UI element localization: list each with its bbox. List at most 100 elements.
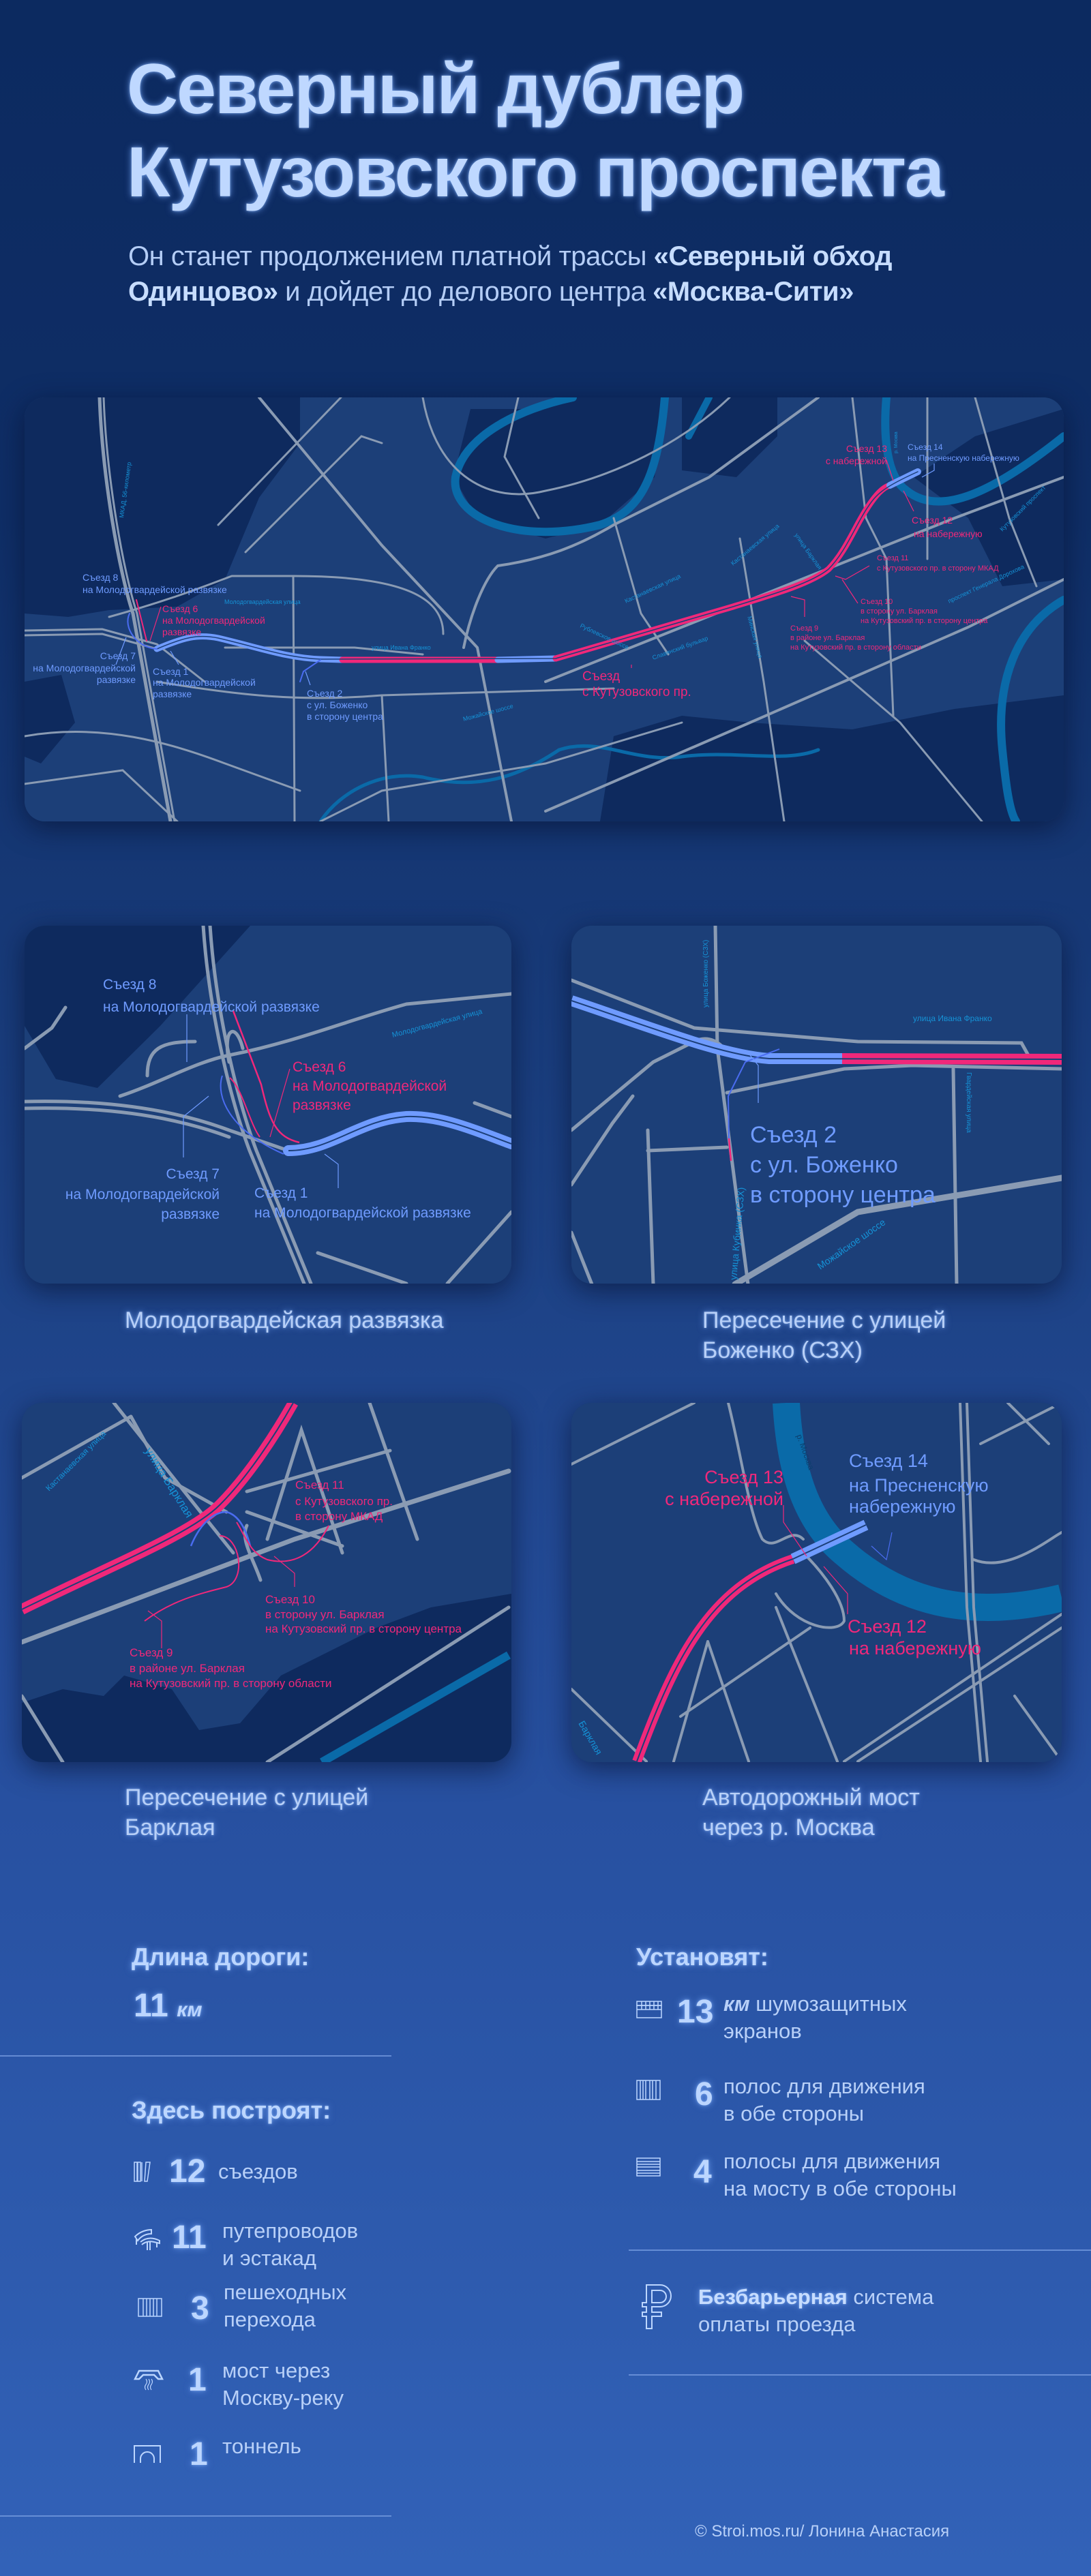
title-line-1: Северный дублер (127, 50, 745, 129)
detail-map-3-caption: Пересечение с улицей Барклая (125, 1783, 368, 1843)
exit-7-desc-1: на Молодогвардейской (33, 663, 136, 673)
exit-13-desc: с набережной (665, 1489, 783, 1509)
exit-12-desc: на набережную (849, 1638, 981, 1658)
exit-10-desc-2: на Кутузовский пр. в сторону центра (265, 1622, 462, 1635)
leader-lines (115, 459, 935, 686)
caption-line-2: Барклая (125, 1815, 215, 1840)
exit-1-title: Съезд 1 (153, 666, 189, 677)
exit-9-desc-2: на Кутузовский пр. в сторону области (790, 643, 921, 652)
build-label-line-2: и эстакад (222, 2246, 316, 2270)
build-value: 1 (190, 2436, 208, 2472)
exit-9-title: Съезд 9 (130, 1646, 173, 1659)
exit-7-title: Съезд 7 (166, 1166, 220, 1182)
crosswalk-icon (138, 2298, 162, 2317)
exit-11-desc-2: в сторону МКАД (295, 1510, 383, 1523)
install-label-line-2: на мосту в обе стороны (723, 2177, 957, 2200)
detail-map-bozhenko: улица Ивана Франко улица Боженко (СЗХ) у… (571, 926, 1062, 1284)
exit-14-desc-1: на Пресненскую (849, 1475, 989, 1496)
exit-2-desc-1: с ул. Боженко (307, 699, 368, 710)
exit-7-desc-2: развязке (161, 1207, 220, 1222)
detail-map-1-canvas: Молодогвардейская улица Съезд 8 на Молод… (25, 926, 511, 1284)
detail-map-3-canvas: Кастанаевская улица улица Барклая Съезд … (22, 1403, 511, 1762)
exit-8-title: Съезд 8 (83, 572, 119, 583)
detail-map-2-canvas: улица Ивана Франко улица Боженко (СЗХ) у… (571, 926, 1062, 1284)
ruble-icon (642, 2284, 672, 2329)
exit-10-desc-1: в сторону ул. Барклая (861, 607, 938, 616)
exit-8-desc: на Молодогвардейской развязке (103, 999, 320, 1015)
exit-kutuzovsky-desc: с Кутузовского пр. (582, 685, 691, 699)
install-label-line-2: экранов (723, 2019, 802, 2043)
payment-label: Безбарьерная система оплаты проезда (698, 2284, 933, 2338)
exit-2-desc-2: в сторону центра (750, 1182, 936, 1208)
install-label-line-1: полосы для движения (723, 2149, 941, 2173)
caption-line-1: Автодорожный мост (702, 1785, 920, 1810)
exit-2-title: Съезд 2 (307, 688, 343, 699)
divider (629, 2374, 1091, 2376)
lanes-horizontal-icon (636, 2157, 661, 2177)
install-value: 13 (677, 1994, 714, 2030)
street-label-ivana-franko: улица Ивана Франко (913, 1014, 992, 1023)
build-heading: Здесь построят: (132, 2096, 331, 2124)
lanes-vertical-icon (636, 2080, 661, 2100)
exit-12-desc: на набережную (914, 528, 983, 539)
build-value: 11 (172, 2219, 207, 2256)
detail-map-4-caption: Автодорожный мост через р. Москва (702, 1783, 920, 1843)
exit-10-desc-2: на Кутузовский пр. в сторону центра (861, 617, 988, 625)
overpass-icon (134, 2228, 160, 2250)
detail-map-2-caption: Пересечение с улицей Боженко (СЗХ) (702, 1305, 946, 1365)
dark-areas (25, 397, 1064, 821)
tunnel-icon (134, 2445, 161, 2463)
install-value: 6 (695, 2076, 713, 2112)
build-value: 12 (169, 2153, 206, 2189)
exit-10-desc-1: в сторону ул. Барклая (265, 1608, 385, 1621)
exit-7-desc-2: развязке (97, 674, 136, 685)
road-length-unit: км (177, 1999, 203, 2021)
exit-7-title: Съезд 7 (100, 650, 136, 661)
exit-kutuzovsky-title: Съезд (582, 669, 620, 684)
exit-11-desc: с Кутузовского пр. в сторону МКАД (877, 564, 999, 573)
page-title: Северный дублер Кутузовского проспекта (127, 48, 944, 214)
street-label-ivana-franko: улица Ивана Франко (372, 644, 431, 651)
payment-rest: система (847, 2285, 934, 2309)
exit-6-title: Съезд 6 (162, 603, 198, 614)
exit-8-title: Съезд 8 (103, 977, 156, 992)
street-label-gvardeyskaya: Гвардейская улица (965, 1072, 972, 1133)
overview-map: МКАД, 56-километр Молодогвардейская улиц… (25, 397, 1064, 821)
install-label: полосы для движения на мосту в обе сторон… (723, 2148, 957, 2202)
divider (0, 2055, 391, 2057)
road-length-heading: Длина дороги: (132, 1943, 310, 1971)
exit-12-title: Съезд 12 (848, 1616, 927, 1637)
install-label: км шумозащитных экранов (723, 1990, 907, 2045)
build-label-line-1: тоннель (222, 2434, 301, 2458)
build-label-line-2: Москву-реку (222, 2386, 344, 2410)
exit-13-title: Съезд 13 (846, 443, 887, 454)
exit-14-title: Съезд 14 (849, 1451, 928, 1471)
caption-line-2: через р. Москва (702, 1815, 875, 1840)
exit-2-title: Съезд 2 (750, 1122, 837, 1148)
exit-2-desc-1: с ул. Боженко (750, 1152, 898, 1178)
subtitle-text: Он станет продолжением платной трассы (128, 241, 654, 271)
exit-1-desc-1: на Молодогвардейской (153, 677, 256, 688)
exit-9-desc-1: в районе ул. Барклая (130, 1662, 245, 1675)
subtitle: Он станет продолжением платной трассы «С… (128, 239, 981, 309)
caption-line-1: Пересечение с улицей (702, 1307, 946, 1333)
exit-labels: Съезд 8 на Молодогвардейской развязке Съ… (33, 442, 1019, 722)
street-label-bozhenko: улица Боженко (СЗХ) (702, 940, 710, 1007)
payment-line-2: оплаты проезда (698, 2312, 856, 2336)
exit-11-title: Съезд 11 (877, 554, 908, 562)
build-label-line-1: мост через (222, 2359, 331, 2382)
caption-line-1: Молодогвардейская развязка (125, 1307, 444, 1333)
exit-1-desc-2: развязке (153, 688, 192, 699)
build-value: 1 (188, 2362, 207, 2398)
detail-map-molodogvardeyskaya: Молодогвардейская улица Съезд 8 на Молод… (25, 926, 511, 1284)
build-label-line-2: перехода (224, 2307, 316, 2331)
divider (0, 2515, 391, 2517)
payment-bold: Безбарьерная (698, 2285, 848, 2309)
build-label: съездов (218, 2158, 298, 2185)
exit-10-title: Съезд 10 (265, 1593, 315, 1606)
exit-12-title: Съезд 12 (912, 515, 953, 526)
exit-14-desc: на Пресненскую набережную (908, 453, 1019, 463)
